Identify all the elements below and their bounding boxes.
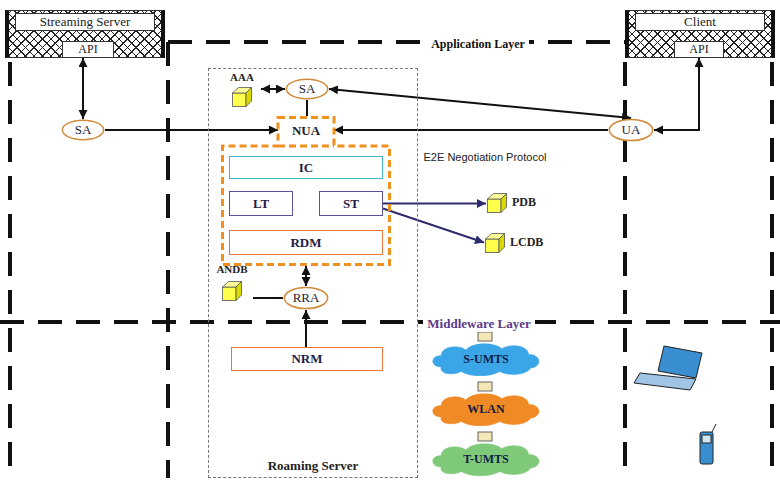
- label-holder: Application Layer: [400, 34, 556, 52]
- connector: [383, 209, 484, 243]
- node-label: NRM: [291, 351, 322, 367]
- ellipse-outline: [62, 120, 103, 139]
- node-label: S-UMTS: [463, 352, 508, 367]
- node-label: Roaming Server: [268, 458, 359, 474]
- layer-divider: [0, 42, 780, 478]
- cube-side: [499, 234, 505, 253]
- agent-ellipse: SA: [285, 78, 329, 100]
- module-box: IC: [229, 156, 383, 179]
- node-label: WLAN: [467, 402, 504, 417]
- node-label: API: [78, 42, 97, 57]
- layer-divider: [166, 42, 170, 478]
- connector: [305, 310, 307, 347]
- layer-label: Middleware Layer: [423, 316, 534, 332]
- cube-side: [501, 194, 507, 213]
- node-label: UA: [622, 122, 641, 138]
- agent-ellipse: UA: [608, 118, 654, 142]
- network-cloud: T-UMTS: [430, 442, 542, 476]
- laptop-base: [634, 373, 696, 390]
- network-cloud: WLAN: [430, 392, 542, 426]
- ellipse-outline: [609, 119, 652, 140]
- label-holder: Middleware Layer: [408, 314, 550, 332]
- module-box: ST: [319, 191, 383, 216]
- layer-divider: [770, 62, 774, 478]
- layer-label: E2E Negotiation Protocol: [415, 150, 555, 164]
- layer-divider: [8, 62, 12, 478]
- node-label: RDM: [290, 235, 321, 251]
- node-label: LCDB: [510, 235, 543, 250]
- node-label: AAA: [223, 71, 261, 84]
- node-label: LT: [253, 196, 269, 212]
- module-box: LT: [229, 191, 293, 216]
- node-label: SA: [75, 122, 92, 138]
- server-box: Streaming ServerAPI: [5, 10, 165, 58]
- connector: [306, 100, 308, 116]
- database-cube: AAA: [223, 71, 261, 109]
- database-cube: PDB: [486, 190, 544, 215]
- server-box: ClientAPI: [625, 10, 775, 58]
- connector: [383, 203, 486, 205]
- connector: [82, 58, 84, 119]
- cube-side: [246, 88, 252, 107]
- connector: [105, 129, 278, 131]
- layer-divider: [0, 320, 780, 324]
- cube-face: [233, 93, 247, 107]
- node-label: RRA: [293, 290, 320, 306]
- phone-body: [700, 432, 713, 464]
- api-box: API: [674, 41, 724, 58]
- connector: [253, 297, 283, 299]
- connector: [261, 88, 285, 90]
- layer-label: Application Layer: [427, 36, 529, 52]
- module-box: NRM: [231, 347, 383, 371]
- layer-divider: [168, 40, 625, 44]
- connector: [334, 129, 608, 131]
- ellipse-outline: [286, 79, 327, 98]
- agent-group: NUA IC LT ST RDM: [221, 116, 391, 266]
- cube-face: [488, 199, 502, 213]
- node-label: ST: [343, 196, 359, 212]
- server-icon: [478, 432, 492, 441]
- agent-ellipse: RRA: [283, 286, 329, 310]
- node-label: IC: [299, 160, 313, 176]
- connector: [329, 89, 631, 118]
- laptop-icon: [634, 346, 702, 390]
- network-cloud: S-UMTS: [430, 342, 542, 376]
- cloud-shape: [433, 444, 539, 476]
- dashed-outline: [223, 118, 390, 265]
- node-label: PDB: [512, 195, 536, 210]
- phone-icon: [700, 424, 716, 464]
- cloud-shape: [433, 344, 539, 376]
- cube-symbol: [485, 233, 505, 253]
- connector: [654, 58, 699, 130]
- cube-symbol: [222, 281, 242, 301]
- connector: [305, 266, 307, 286]
- database-cube: ANDB: [211, 263, 253, 303]
- server-icon: [478, 382, 492, 391]
- server-icon: [478, 332, 492, 341]
- node-label: ANDB: [211, 263, 253, 276]
- module-box: RDM: [229, 230, 383, 255]
- database-cube: LCDB: [484, 230, 548, 255]
- phone-screen: [702, 435, 711, 443]
- cloud-shape: [433, 394, 539, 426]
- cube-side: [236, 282, 242, 301]
- node-label: SA: [299, 81, 316, 97]
- ellipse-outline: [284, 287, 327, 308]
- server-region: Roaming Server AAA SA NUA IC LT ST RDM ANDB RRA NR…: [208, 68, 418, 478]
- api-box: API: [62, 41, 114, 58]
- phone-antenna: [712, 424, 716, 432]
- node-label: API: [689, 42, 708, 57]
- node-label: NUA: [278, 116, 334, 146]
- node-label: Streaming Server: [15, 13, 155, 31]
- cube-face: [486, 239, 500, 253]
- node-label: Client: [635, 13, 765, 31]
- cube-symbol: [232, 87, 252, 107]
- cube-face: [223, 287, 237, 301]
- agent-ellipse: SA: [61, 119, 105, 141]
- cube-symbol: [487, 193, 507, 213]
- node-label: T-UMTS: [463, 452, 509, 467]
- laptop-screen: [658, 346, 702, 378]
- label-holder: E2E Negotiation Protocol: [415, 150, 555, 164]
